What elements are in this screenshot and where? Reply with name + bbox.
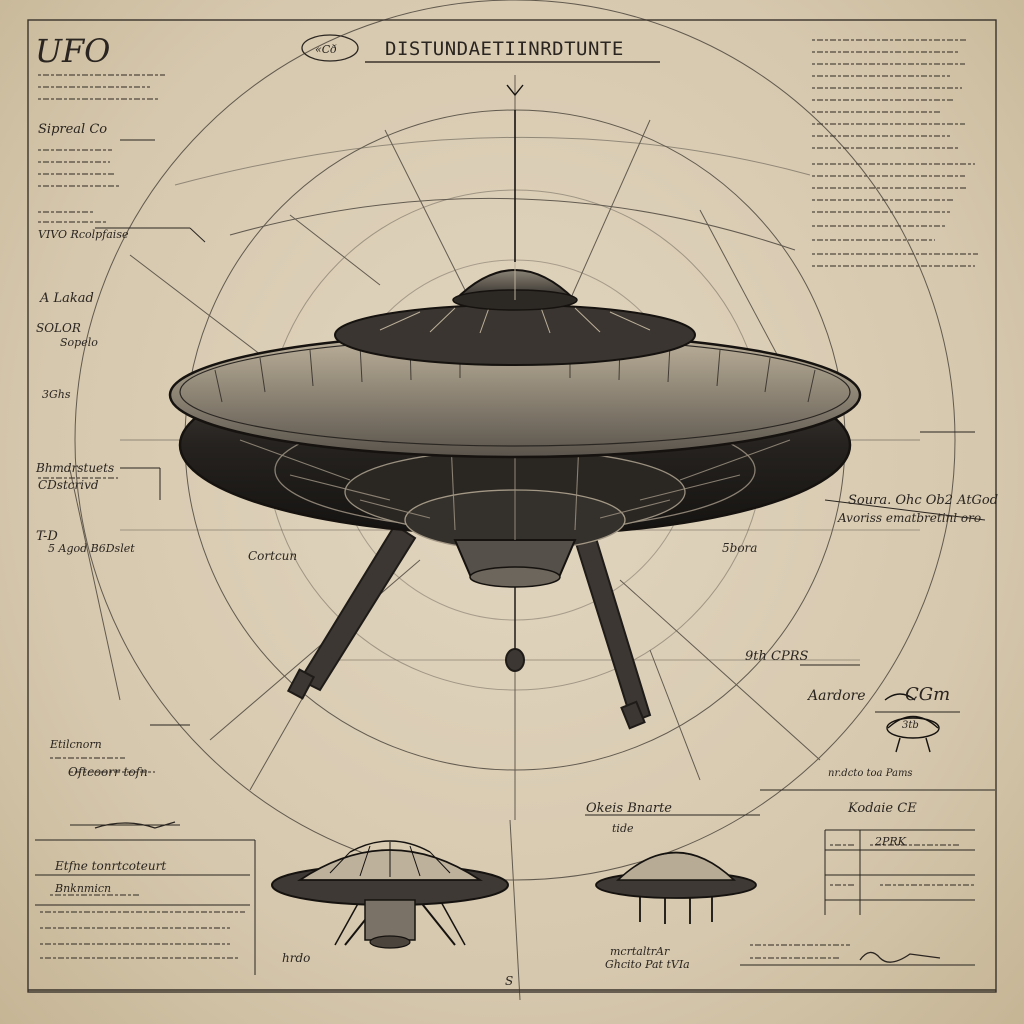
footer-left-sub: Bnknmicn	[54, 882, 111, 895]
small-view-note: tide	[612, 822, 634, 835]
page-number: S	[505, 974, 513, 988]
title-heading: UFO	[35, 32, 110, 70]
label-side-left-7: CDstcrivd	[38, 478, 99, 492]
small-saucer-side	[595, 851, 757, 924]
small-view-label: Okeis Bnarte	[586, 801, 672, 816]
callout-right-4: Aardore	[806, 688, 866, 704]
table-row-label: 2PRK	[874, 835, 907, 848]
blueprint-labels: UFO DISTUNDAETIINRDTUNTE «Cð Sipreal Co …	[35, 32, 998, 988]
footer-left-heading: Etfne tonrtcoteurt	[54, 859, 166, 873]
label-side-left-4: SOLOR	[36, 321, 81, 335]
callout-right-6: 3tb	[902, 720, 919, 731]
sheet-frame	[27, 19, 997, 993]
label-side-left-6: Bhmdrstuets	[35, 461, 114, 475]
footer-center-label: hrdo	[282, 951, 310, 965]
blueprint-caption: DISTUNDAETIINRDTUNTE	[385, 38, 624, 60]
label-dim-left: 3Ghs	[42, 388, 71, 401]
lower-boxes	[35, 789, 995, 975]
label-side-left-3: A Lakad	[39, 291, 94, 306]
label-side-left-1: Sipreal Co	[38, 122, 107, 137]
label-lower-left-1: Etilcnorn	[49, 738, 102, 751]
detail-sketch	[884, 693, 940, 753]
stamp-oval	[301, 34, 359, 62]
arrow-scribble	[94, 821, 176, 829]
sign-label: mcrtaltrAr	[610, 945, 670, 958]
stamp-text: «Cð	[315, 43, 337, 56]
right-bottom-note: nr.dcto toa Pams	[828, 768, 913, 779]
callout-right-5: CGm	[905, 684, 950, 705]
scribble-notes	[38, 39, 978, 959]
leader-lines	[70, 139, 986, 826]
callout-right-2: Avoriss ematbretinl oro	[837, 511, 981, 525]
label-leg-left: Cortcun	[248, 549, 297, 563]
table-heading: Kodaie CE	[847, 801, 917, 816]
sign-label-2: Ghcito Pat tVIa	[605, 958, 690, 971]
label-side-left-2: VIVO Rcolpfaise	[38, 228, 129, 241]
signature-scribble	[859, 951, 941, 963]
landing-legs	[286, 523, 652, 730]
main-saucer	[168, 84, 862, 730]
label-side-left-5: Sopelo	[60, 336, 98, 349]
callout-right-1: Soura. Ohc Ob2 AtGod	[848, 493, 998, 508]
label-leg-right: 5bora	[722, 541, 757, 555]
small-saucer-front	[271, 840, 509, 949]
callout-right-3: 9th CPRS	[745, 649, 808, 664]
label-side-left-8: T-D	[36, 529, 58, 544]
label-lower-left-2: Oftcoorr tofn	[68, 765, 148, 779]
label-side-left-9: 5 Agod B6Dslet	[48, 542, 135, 555]
